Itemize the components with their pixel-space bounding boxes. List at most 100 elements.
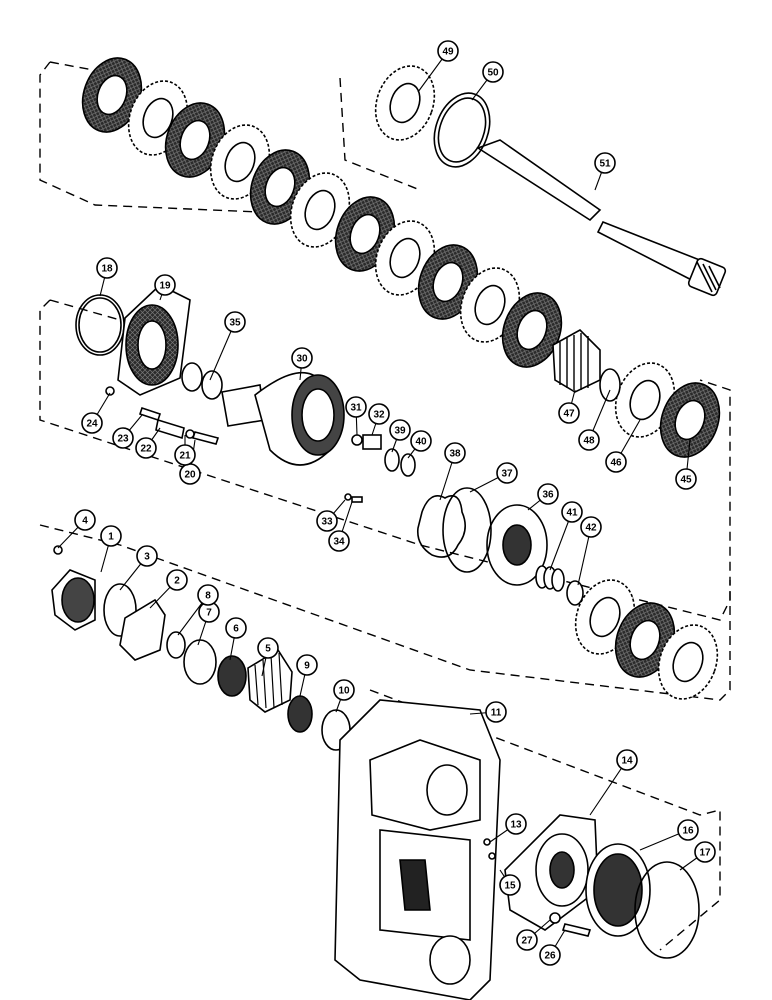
callout-circle [257,637,279,659]
callout-number: 45 [680,475,692,486]
callout-number: 13 [510,820,522,831]
callout-number: 39 [394,426,406,437]
callout-number: 20 [184,470,196,481]
callout-circle [580,516,602,538]
disc-bore [389,237,421,279]
callout-circle [197,584,219,606]
retaining-ring [599,368,621,402]
callout-labels: 1234567891011131415161718192021222324262… [57,40,716,966]
leader-line [589,759,628,816]
callout-number: 24 [86,419,98,430]
callout-number: 37 [501,469,513,480]
wave-spring [416,495,466,558]
callout-circle [112,427,134,449]
callout-circle [485,701,507,723]
callout-number: 26 [544,951,556,962]
disc-bore [474,284,506,326]
callout-circle [437,40,459,62]
callout-circle [578,429,600,451]
callout-number: 31 [350,403,362,414]
callout-circle [333,679,355,701]
callout-circle [499,874,521,896]
disc-bore [589,596,621,638]
o-ring [634,861,700,959]
disc-bore [349,213,381,255]
callout-number: 33 [321,517,333,528]
callout-number: 35 [229,318,241,329]
callout-number: 9 [304,661,310,672]
callout-circle [694,841,716,863]
disc-bore [629,619,661,661]
callout-number: 49 [442,47,454,58]
callout-circle [136,545,158,567]
callout-number: 14 [621,756,633,767]
callout-number: 1 [108,532,114,543]
callout-number: 22 [140,444,152,455]
clutch-disc-stack [81,57,721,700]
callout-circle [482,61,504,83]
callout-circle [505,813,527,835]
disc-bore [304,189,336,231]
transmission-housing [334,699,501,1000]
callout-number: 8 [205,591,211,602]
callout-circle [224,311,246,333]
callout-number: 23 [117,434,129,445]
callout-number: 34 [333,537,345,548]
callout-number: 16 [682,826,694,837]
disc-bore [224,141,256,183]
callout-circle [291,347,313,369]
callout-circle [166,569,188,591]
callout-number: 47 [563,409,575,420]
boundary-top-group [39,61,421,261]
disc-bore [142,97,174,139]
callout-number: 11 [491,708,502,719]
callout-circle [605,451,627,473]
callout-number: 27 [521,936,533,947]
seal-ring [75,294,125,356]
callout-number: 21 [179,451,191,462]
callout-circle [389,419,411,441]
callout-circle [100,525,122,547]
callout-circle [96,257,118,279]
callout-number: 41 [566,508,578,519]
callout-circle [561,501,583,523]
disc-bore [264,166,296,208]
piston [117,284,191,396]
callout-number: 46 [610,458,622,469]
springs [535,565,565,592]
clutch-hub [221,371,345,466]
callout-circle [81,412,103,434]
callout-circle [496,462,518,484]
callout-number: 6 [233,624,239,635]
callout-circle [296,654,318,676]
callout-circle [345,396,367,418]
disc-bore [389,82,421,124]
disc-bore [674,399,706,441]
callout-number: 3 [144,552,150,563]
callout-number: 36 [542,490,554,501]
disc-bore [672,641,704,683]
disc-bore [516,309,548,351]
callout-number: 7 [206,608,212,619]
callout-number: 2 [174,576,180,587]
end-cover [504,814,599,931]
seal-ring-37 [442,487,492,573]
disc-bore [629,379,661,421]
callout-number: 10 [338,686,350,697]
callout-number: 38 [449,449,461,460]
callout-circle [174,444,196,466]
callout-number: 30 [296,354,308,365]
gear [552,329,601,393]
callout-circle [444,442,466,464]
callout-circle [539,944,561,966]
disc-bore [179,119,211,161]
callout-circle [225,617,247,639]
callout-circle [616,749,638,771]
callout-circle [135,437,157,459]
callout-number: 51 [599,159,611,170]
callout-circle [675,468,697,490]
callout-number: 42 [585,523,597,534]
callout-circle [316,510,338,532]
callout-number: 40 [415,437,427,448]
